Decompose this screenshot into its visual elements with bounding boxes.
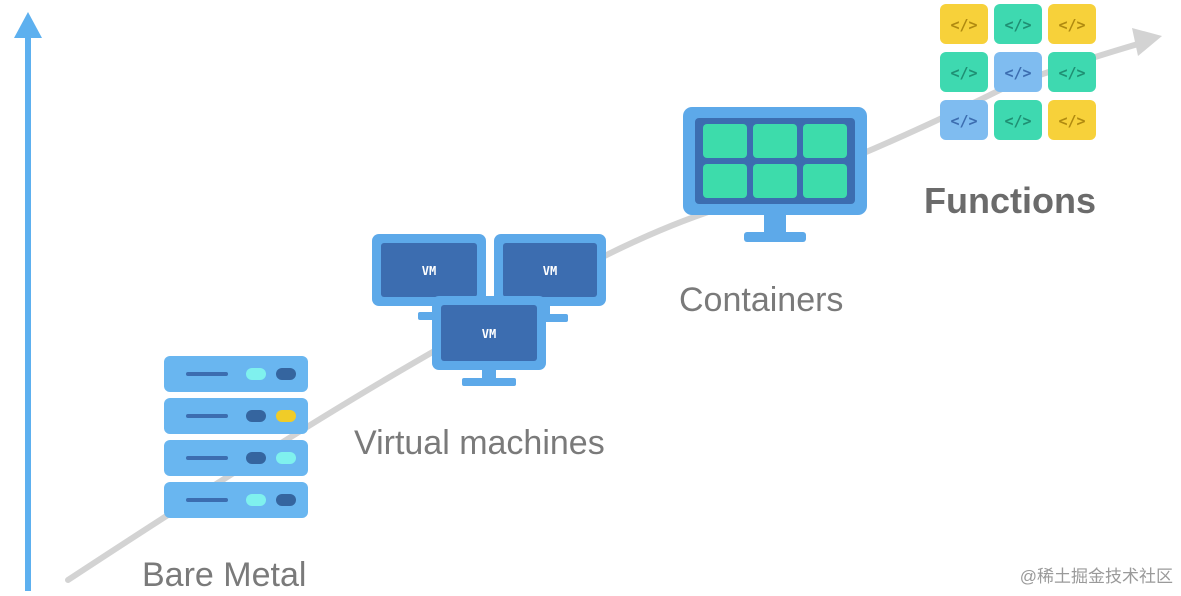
vm-label: VM	[482, 327, 496, 341]
server-led	[276, 452, 296, 464]
function-tile: </>	[1048, 4, 1096, 44]
function-tile: </>	[994, 4, 1042, 44]
function-tile: </>	[994, 52, 1042, 92]
server-led	[276, 368, 296, 380]
code-glyph: </>	[950, 64, 977, 82]
function-tile: </>	[940, 4, 988, 44]
container-monitor-icon	[683, 107, 867, 242]
server-led	[276, 494, 296, 506]
code-glyph: </>	[1058, 16, 1085, 34]
vm-label: VM	[543, 264, 557, 278]
functions-label: Functions	[924, 180, 1096, 221]
code-glyph: </>	[1004, 64, 1031, 82]
container-tile	[803, 164, 847, 198]
container-tile	[753, 124, 797, 158]
function-grid-icon: </> </> </> </> </> </> </> </> </>	[940, 4, 1096, 140]
function-tile: </>	[940, 52, 988, 92]
server-slot	[186, 372, 228, 376]
container-tile	[703, 124, 747, 158]
function-tile: </>	[1048, 100, 1096, 140]
server-led	[246, 368, 266, 380]
server-led	[246, 410, 266, 422]
function-tile: </>	[1048, 52, 1096, 92]
function-tile: </>	[940, 100, 988, 140]
vm-monitor-front: VM	[432, 296, 546, 386]
code-glyph: </>	[1004, 16, 1031, 34]
server-slot	[186, 456, 228, 460]
code-glyph: </>	[950, 112, 977, 130]
server-led	[246, 494, 266, 506]
code-glyph: </>	[1004, 112, 1031, 130]
container-tiles	[703, 124, 847, 198]
server-rack-icon	[164, 356, 308, 518]
container-tile	[803, 124, 847, 158]
server-led	[246, 452, 266, 464]
server-unit	[164, 356, 308, 392]
server-led	[276, 410, 296, 422]
server-slot	[186, 498, 228, 502]
watermark: @稀土掘金技术社区	[1019, 567, 1173, 586]
container-tile	[753, 164, 797, 198]
virtual-machines-label: Virtual machines	[354, 424, 605, 462]
vm-label: VM	[422, 264, 436, 278]
function-tile: </>	[994, 100, 1042, 140]
vm-monitors-icon: VM VM VM	[372, 234, 606, 386]
vertical-axis-arrow	[14, 12, 42, 591]
server-unit	[164, 440, 308, 476]
bare-metal-label: Bare Metal	[142, 556, 307, 594]
code-glyph: </>	[1058, 64, 1085, 82]
containers-label: Containers	[679, 281, 844, 319]
server-unit	[164, 398, 308, 434]
code-glyph: </>	[1058, 112, 1085, 130]
trend-arrow-head	[1132, 28, 1162, 56]
server-unit	[164, 482, 308, 518]
server-slot	[186, 414, 228, 418]
code-glyph: </>	[950, 16, 977, 34]
container-tile	[703, 164, 747, 198]
